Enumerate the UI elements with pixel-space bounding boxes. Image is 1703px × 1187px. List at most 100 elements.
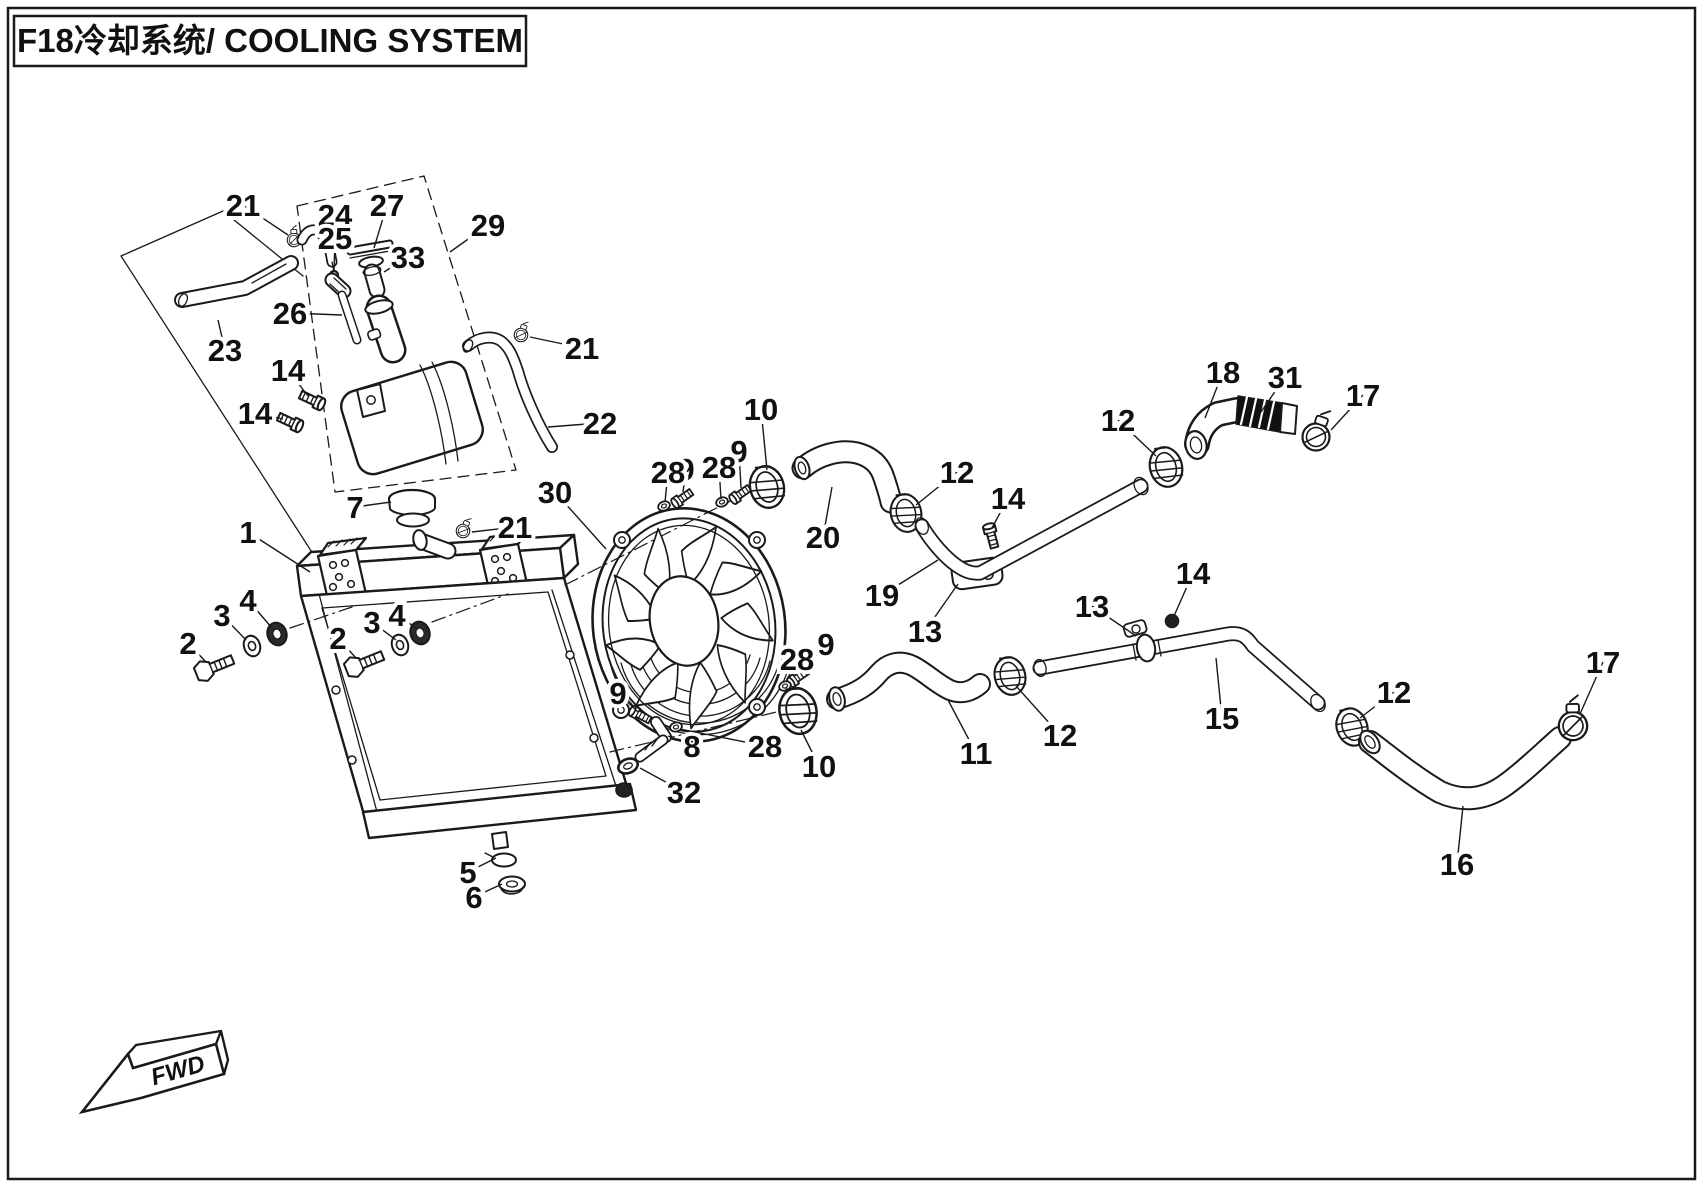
vent-hose-22 xyxy=(462,320,558,453)
callout-19: 19 xyxy=(865,578,899,613)
leader-2 xyxy=(337,637,357,659)
inlet-elbow-18 xyxy=(1184,397,1250,460)
fan-hub xyxy=(648,575,720,667)
leader-5 xyxy=(467,857,497,873)
leader-28 xyxy=(785,658,798,683)
callout-14: 14 xyxy=(238,396,273,431)
leader-9 xyxy=(617,692,639,713)
leader-28 xyxy=(679,728,766,747)
callout-14: 14 xyxy=(1176,556,1211,591)
radiator-bottom-rail xyxy=(361,782,638,840)
callout-4: 4 xyxy=(239,583,257,618)
filler-elbow xyxy=(412,529,457,560)
upper-radiator-hose-20 xyxy=(791,440,903,514)
callout-29: 29 xyxy=(471,208,505,243)
nut-14d xyxy=(1164,613,1180,629)
corrugated-sleeve-31 xyxy=(1235,395,1298,435)
callout-3: 3 xyxy=(363,605,380,640)
outlet-fitting-8 xyxy=(634,716,672,763)
leader-31 xyxy=(1260,376,1286,413)
callout-28: 28 xyxy=(748,729,782,764)
page-title: F18冷却系统/ COOLING SYSTEM xyxy=(17,22,523,59)
leader-10 xyxy=(760,408,768,471)
leader-21 xyxy=(242,204,289,236)
leader-33 xyxy=(383,256,409,273)
leader-8 xyxy=(667,735,693,747)
water-pipe-19 xyxy=(914,476,1149,591)
callout-8: 8 xyxy=(683,729,700,764)
callout-16: 16 xyxy=(1440,847,1474,882)
page-border xyxy=(6,6,1697,1181)
expansion-tank-assembly xyxy=(274,224,484,476)
tank-strap xyxy=(419,361,459,465)
callout-13: 13 xyxy=(1075,589,1109,624)
leader-17 xyxy=(1330,394,1364,431)
tank-mount-tab xyxy=(356,383,386,418)
callout-12: 12 xyxy=(1377,675,1411,710)
leader-28 xyxy=(664,471,669,503)
drain-plug-6 xyxy=(498,875,526,895)
leader-12 xyxy=(1015,685,1061,736)
callout-14: 14 xyxy=(991,481,1026,516)
leader-22 xyxy=(547,422,601,428)
callout-10: 10 xyxy=(744,392,778,427)
callout-17: 17 xyxy=(1346,378,1380,413)
tank-cap-27 xyxy=(346,239,394,269)
callout-23: 23 xyxy=(208,333,242,368)
leader-3 xyxy=(371,621,397,641)
leader-21 xyxy=(471,526,516,533)
callout-17: 17 xyxy=(1586,645,1620,680)
leader-3 xyxy=(221,614,247,641)
leader-25 xyxy=(333,237,336,272)
filler-tube-26 xyxy=(324,272,362,345)
radiator-1 xyxy=(295,488,638,895)
callout-25: 25 xyxy=(318,221,352,256)
leader-14 xyxy=(991,497,1009,529)
callout-7: 7 xyxy=(346,490,363,525)
callout-32: 32 xyxy=(667,775,701,810)
callout-9: 9 xyxy=(730,434,747,469)
fan-shroud-ring xyxy=(591,507,787,743)
leader-9 xyxy=(801,643,827,673)
leader-30 xyxy=(554,491,607,550)
title-block: F18冷却系统/ COOLING SYSTEM xyxy=(12,14,528,68)
leader-27 xyxy=(373,204,388,249)
leader-12 xyxy=(1117,419,1157,457)
title-box xyxy=(12,14,528,68)
callout-3: 3 xyxy=(213,598,230,633)
leader-24 xyxy=(321,214,336,235)
callout-31: 31 xyxy=(1268,360,1302,395)
callout-10: 10 xyxy=(802,749,836,784)
leader-29 xyxy=(449,224,489,253)
leader-11 xyxy=(947,699,977,754)
callout-6: 6 xyxy=(465,880,482,915)
leader-13 xyxy=(924,583,959,632)
leader-19 xyxy=(881,559,939,596)
leader-28 xyxy=(718,466,722,500)
leader-20 xyxy=(822,486,833,538)
pipe-clamp-13b xyxy=(1122,619,1157,663)
leader-9 xyxy=(738,450,742,489)
leader-2 xyxy=(187,642,207,663)
callout-1: 1 xyxy=(239,515,256,550)
reservoir-group-outline xyxy=(296,175,517,493)
callout-28: 28 xyxy=(780,642,814,677)
callout-21: 21 xyxy=(226,188,260,223)
drain-washer-5 xyxy=(491,852,517,868)
leader-16 xyxy=(1456,805,1464,865)
fan-mount-ears xyxy=(612,531,766,719)
leader-13 xyxy=(1091,605,1137,637)
callout-21: 21 xyxy=(498,510,532,545)
leader-12 xyxy=(1359,691,1395,719)
callout-20: 20 xyxy=(806,520,840,555)
leader-10 xyxy=(800,729,820,767)
callout-33: 33 xyxy=(391,240,425,275)
callout-28: 28 xyxy=(702,450,736,485)
callout-12: 12 xyxy=(1101,403,1135,438)
leader-6 xyxy=(473,883,503,898)
cooling-fan-30 xyxy=(591,482,812,743)
callout-13: 13 xyxy=(908,614,942,649)
leader-9 xyxy=(682,468,687,493)
